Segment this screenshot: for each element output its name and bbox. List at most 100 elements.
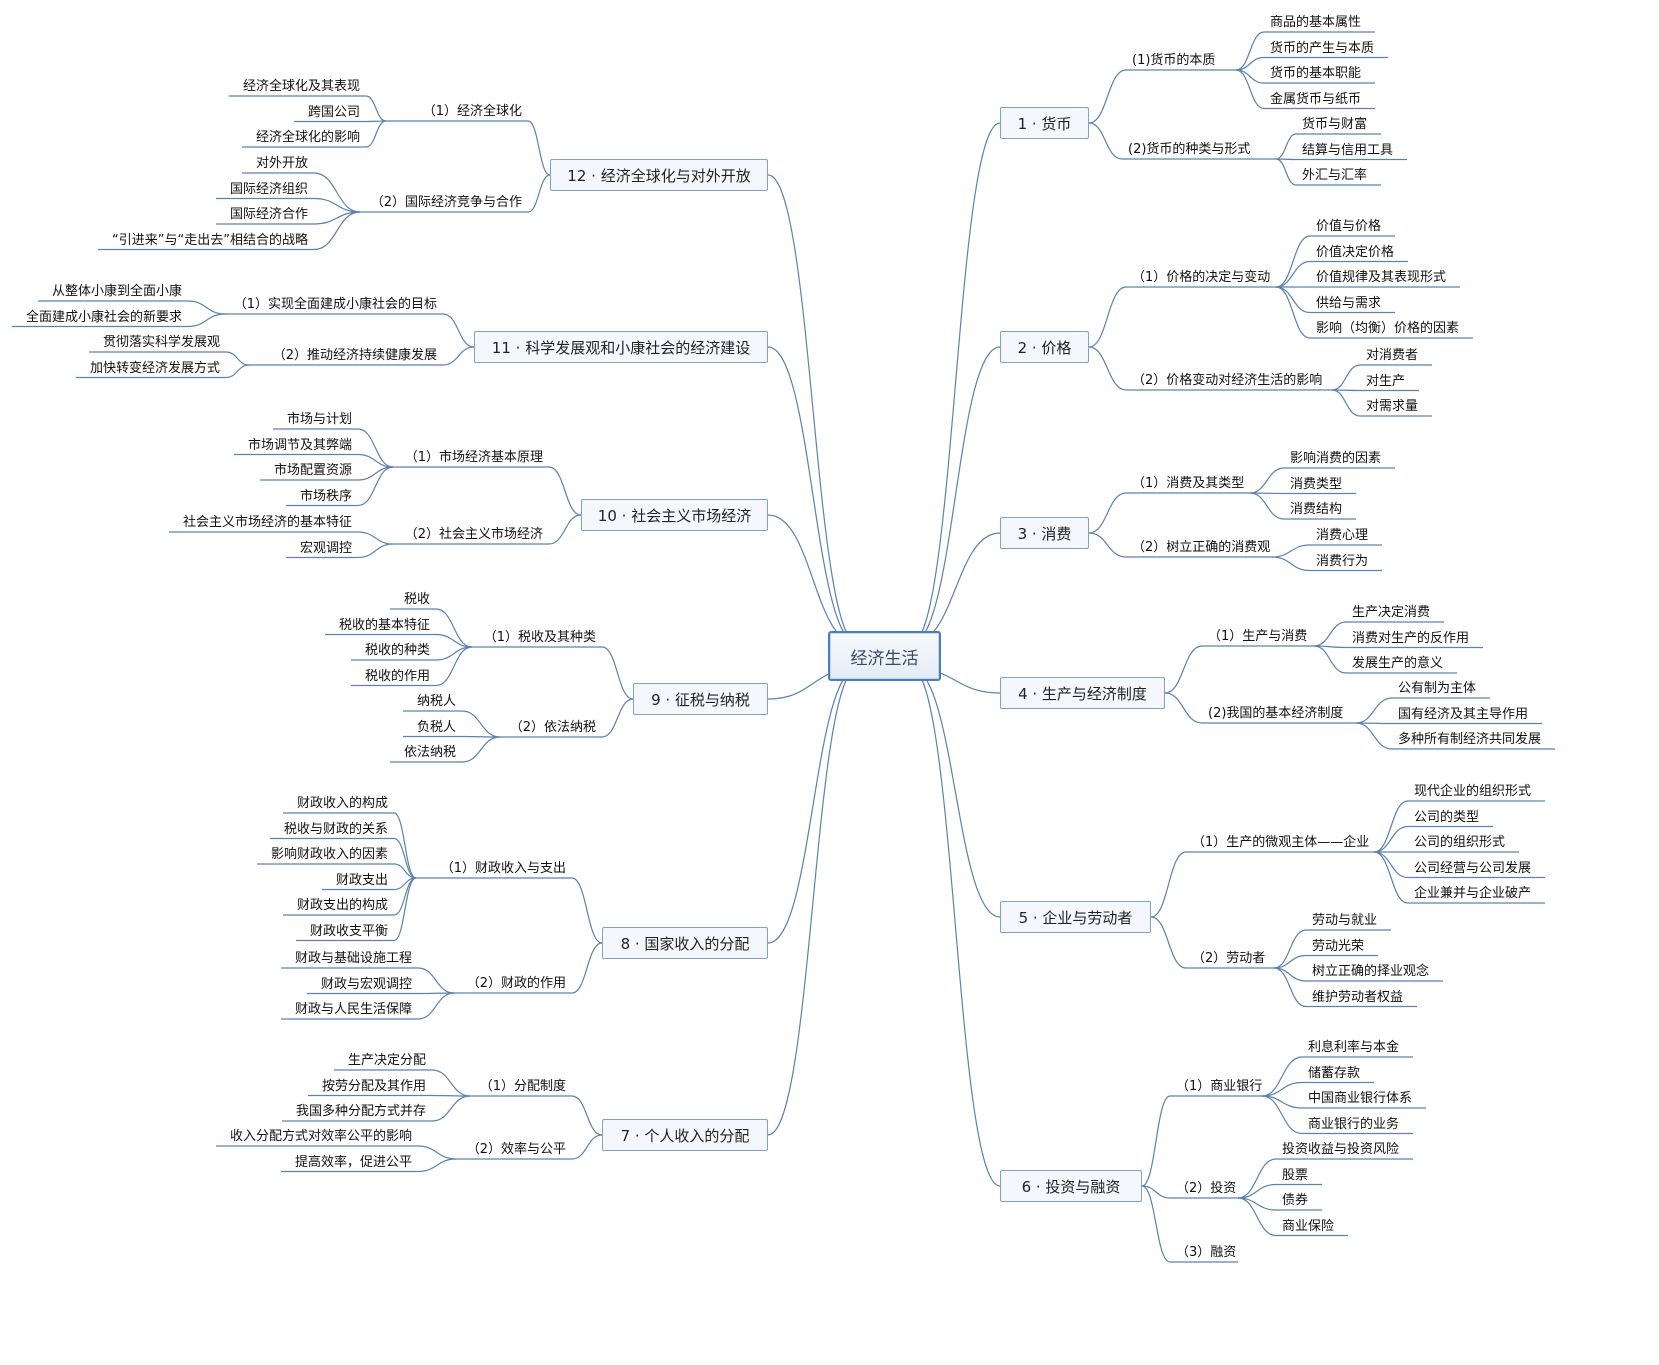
- main-topic-3[interactable]: 3 · 消费: [1000, 517, 1089, 549]
- main-topic-12[interactable]: 12 · 经济全球化与对外开放: [550, 159, 768, 191]
- leaf-topic[interactable]: 外汇与汇率: [1302, 168, 1368, 183]
- subtopic-9-1[interactable]: （1）税收及其种类: [483, 630, 596, 645]
- leaf-topic[interactable]: 商业银行的业务: [1308, 1116, 1400, 1132]
- leaf-topic[interactable]: 从整体小康到全面小康: [51, 284, 182, 299]
- subtopic-4-2[interactable]: (2)我国的基本经济制度: [1208, 706, 1344, 721]
- leaf-topic[interactable]: 宏观调控: [299, 540, 352, 556]
- main-topic-4[interactable]: 4 · 生产与经济制度: [1000, 677, 1165, 709]
- leaf-topic[interactable]: 对外开放: [255, 156, 308, 171]
- leaf-topic[interactable]: 依法纳税: [403, 745, 456, 760]
- root-topic[interactable]: 经济生活: [828, 631, 941, 681]
- main-topic-6[interactable]: 6 · 投资与融资: [1000, 1170, 1142, 1202]
- leaf-topic[interactable]: 税收的基本特征: [338, 617, 430, 633]
- leaf-topic[interactable]: 发展生产的意义: [1352, 656, 1444, 671]
- leaf-topic[interactable]: 提高效率，促进公平: [294, 1154, 412, 1170]
- main-topic-10[interactable]: 10 · 社会主义市场经济: [581, 499, 768, 531]
- leaf-topic[interactable]: 价值与价格: [1316, 219, 1382, 234]
- leaf-topic[interactable]: 生产决定消费: [1352, 605, 1431, 620]
- leaf-topic[interactable]: 劳动光荣: [1312, 938, 1365, 954]
- leaf-topic[interactable]: 公有制为主体: [1398, 681, 1477, 696]
- subtopic-3-2[interactable]: （2）树立正确的消费观: [1132, 540, 1271, 555]
- leaf-topic[interactable]: 全面建成小康社会的新要求: [25, 309, 182, 325]
- main-topic-7[interactable]: 7 · 个人收入的分配: [602, 1119, 768, 1151]
- leaf-topic[interactable]: 按劳分配及其作用: [321, 1078, 426, 1094]
- leaf-topic[interactable]: 树立正确的择业观念: [1312, 964, 1430, 979]
- leaf-topic[interactable]: 收入分配方式对效率公平的影响: [229, 1129, 412, 1144]
- leaf-topic[interactable]: 财政收入的构成: [296, 796, 388, 811]
- leaf-topic[interactable]: 现代企业的组织形式: [1414, 784, 1532, 799]
- leaf-topic[interactable]: 结算与信用工具: [1302, 142, 1394, 158]
- leaf-topic[interactable]: 多种所有制经济共同发展: [1398, 732, 1542, 747]
- leaf-topic[interactable]: 社会主义市场经济的基本特征: [182, 515, 352, 530]
- main-topic-11[interactable]: 11 · 科学发展观和小康社会的经济建设: [474, 331, 768, 363]
- leaf-topic[interactable]: 货币与财富: [1302, 117, 1368, 132]
- leaf-topic[interactable]: 生产决定分配: [347, 1053, 426, 1068]
- leaf-topic[interactable]: 财政支出: [335, 872, 388, 888]
- leaf-topic[interactable]: 商业保险: [1282, 1218, 1335, 1234]
- leaf-topic[interactable]: 影响（均衡）价格的因素: [1316, 321, 1460, 336]
- leaf-topic[interactable]: 对生产: [1366, 373, 1406, 389]
- leaf-topic[interactable]: 税收: [403, 592, 430, 607]
- leaf-topic[interactable]: 我国多种分配方式并存: [295, 1104, 426, 1119]
- subtopic-4-1[interactable]: （1）生产与消费: [1208, 629, 1308, 644]
- leaf-topic[interactable]: 货币的基本职能: [1270, 66, 1362, 81]
- leaf-topic[interactable]: 税收与财政的关系: [283, 821, 388, 837]
- leaf-topic[interactable]: 市场与计划: [286, 412, 352, 427]
- leaf-topic[interactable]: 市场调节及其弊端: [247, 437, 352, 453]
- subtopic-11-1[interactable]: （1）实现全面建成小康社会的目标: [233, 297, 437, 312]
- leaf-topic[interactable]: 公司的类型: [1414, 809, 1480, 825]
- subtopic-5-2[interactable]: （2）劳动者: [1192, 951, 1266, 966]
- subtopic-7-1[interactable]: （1）分配制度: [479, 1079, 566, 1094]
- leaf-topic[interactable]: 公司经营与公司发展: [1414, 860, 1532, 876]
- leaf-topic[interactable]: 消费心理: [1316, 528, 1369, 543]
- leaf-topic[interactable]: 供给与需求: [1316, 295, 1382, 311]
- subtopic-7-2[interactable]: （2）效率与公平: [466, 1142, 566, 1157]
- leaf-topic[interactable]: 中国商业银行体系: [1308, 1091, 1413, 1106]
- leaf-topic[interactable]: 纳税人: [416, 694, 456, 709]
- leaf-topic[interactable]: 维护劳动者权益: [1312, 989, 1404, 1005]
- leaf-topic[interactable]: 国际经济合作: [229, 207, 308, 222]
- subtopic-8-2[interactable]: （2）财政的作用: [466, 976, 566, 991]
- leaf-topic[interactable]: 贯彻落实科学发展观: [102, 335, 220, 350]
- leaf-topic[interactable]: 商品的基本属性: [1270, 15, 1362, 30]
- leaf-topic[interactable]: 经济全球化及其表现: [242, 79, 360, 94]
- subtopic-6-2[interactable]: （2）投资: [1176, 1181, 1237, 1196]
- leaf-topic[interactable]: 影响财政收入的因素: [270, 847, 388, 862]
- leaf-topic[interactable]: 消费类型: [1290, 476, 1343, 492]
- main-topic-1[interactable]: 1 · 货币: [1000, 107, 1089, 139]
- subtopic-6-1[interactable]: （1）商业银行: [1176, 1079, 1263, 1094]
- leaf-topic[interactable]: 债券: [1282, 1193, 1309, 1208]
- leaf-topic[interactable]: 市场秩序: [299, 488, 352, 504]
- leaf-topic[interactable]: 财政支出的构成: [296, 898, 388, 913]
- subtopic-6-3[interactable]: （3）融资: [1176, 1245, 1237, 1260]
- leaf-topic[interactable]: 价值决定价格: [1316, 244, 1395, 260]
- subtopic-2-2[interactable]: （2）价格变动对经济生活的影响: [1132, 373, 1323, 388]
- subtopic-12-2[interactable]: （2）国际经济竞争与合作: [370, 195, 522, 210]
- subtopic-3-1[interactable]: （1）消费及其类型: [1132, 476, 1245, 491]
- leaf-topic[interactable]: 企业兼并与企业破产: [1414, 886, 1532, 901]
- leaf-topic[interactable]: 税收的作用: [364, 668, 430, 684]
- main-topic-9[interactable]: 9 · 征税与纳税: [633, 683, 768, 715]
- leaf-topic[interactable]: 跨国公司: [307, 104, 360, 120]
- main-topic-5[interactable]: 5 · 企业与劳动者: [1000, 901, 1151, 933]
- leaf-topic[interactable]: 劳动与就业: [1312, 913, 1378, 928]
- leaf-topic[interactable]: 财政与人民生活保障: [294, 1002, 412, 1017]
- leaf-topic[interactable]: 公司的组织形式: [1414, 835, 1506, 850]
- subtopic-11-2[interactable]: （2）推动经济持续健康发展: [272, 348, 437, 363]
- subtopic-1-1[interactable]: (1)货币的本质: [1132, 53, 1216, 68]
- leaf-topic[interactable]: 储蓄存款: [1308, 1065, 1361, 1081]
- leaf-topic[interactable]: 投资收益与投资风险: [1282, 1142, 1400, 1157]
- leaf-topic[interactable]: 对消费者: [1366, 348, 1419, 363]
- leaf-topic[interactable]: 税收的种类: [364, 643, 430, 658]
- leaf-topic[interactable]: 消费对生产的反作用: [1352, 630, 1470, 646]
- main-topic-2[interactable]: 2 · 价格: [1000, 331, 1089, 363]
- leaf-topic[interactable]: 股票: [1282, 1167, 1309, 1183]
- leaf-topic[interactable]: 影响消费的因素: [1290, 451, 1382, 466]
- leaf-topic[interactable]: 财政与基础设施工程: [294, 951, 412, 966]
- leaf-topic[interactable]: 加快转变经济发展方式: [89, 360, 220, 376]
- leaf-topic[interactable]: 货币的产生与本质: [1270, 40, 1375, 56]
- leaf-topic[interactable]: 国际经济组织: [229, 181, 308, 197]
- subtopic-8-1[interactable]: （1）财政收入与支出: [440, 861, 566, 876]
- leaf-topic[interactable]: 财政收支平衡: [309, 923, 388, 939]
- leaf-topic[interactable]: 消费行为: [1316, 553, 1369, 569]
